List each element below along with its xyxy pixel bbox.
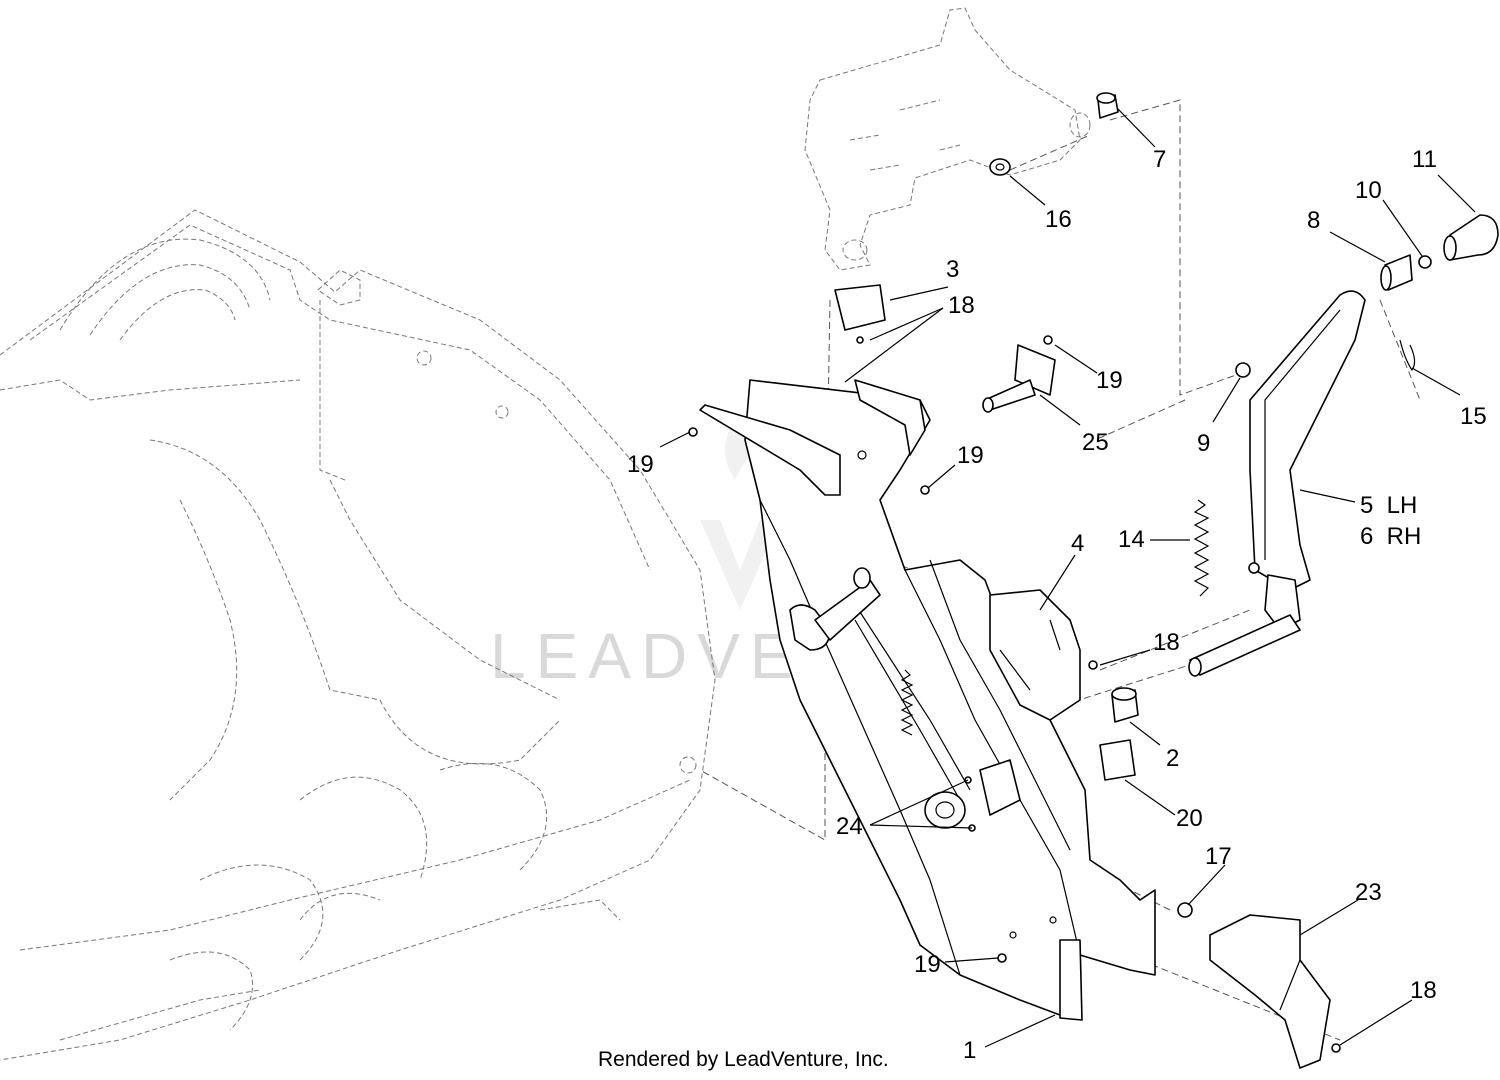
- callout-2: 2: [1166, 745, 1179, 772]
- spring-14: [1193, 499, 1210, 597]
- callout-14: 14: [1118, 526, 1145, 553]
- bracket-23: [1209, 914, 1331, 1069]
- callout-1: 1: [963, 1037, 976, 1064]
- callout-19-d: 19: [914, 951, 941, 978]
- callout-19-b: 19: [627, 451, 654, 478]
- callout-17: 17: [1205, 843, 1232, 870]
- callout-18-top: 18: [948, 292, 975, 319]
- fasteners: [688, 335, 1341, 1053]
- bushing-7: [1096, 92, 1119, 119]
- main-frame: [699, 379, 1156, 1021]
- callout-5-lh: 5 LH: [1360, 492, 1417, 519]
- callout-11: 11: [1412, 146, 1437, 173]
- callout-10: 10: [1355, 177, 1382, 204]
- callout-19-c: 19: [957, 442, 984, 469]
- callout-3: 3: [946, 256, 959, 283]
- credit-text: Rendered by LeadVenture, Inc.: [598, 1048, 889, 1071]
- callout-15: 15: [1460, 403, 1487, 430]
- bracket-3: [834, 284, 886, 331]
- washer-16: [989, 158, 1011, 176]
- bearing-24: [924, 759, 1021, 829]
- callout-23: 23: [1355, 879, 1382, 906]
- watermark-logo: [700, 420, 780, 610]
- callout-20: 20: [1176, 805, 1203, 832]
- callout-9: 9: [1197, 430, 1210, 457]
- callout-18-mid: 18: [1153, 629, 1180, 656]
- callout-6-rh: 6 RH: [1360, 523, 1421, 550]
- console-plate-ghost: [804, 7, 1091, 271]
- brake-lever: [789, 567, 971, 801]
- callout-18-bottom: 18: [1410, 977, 1437, 1004]
- callout-25: 25: [1082, 429, 1109, 456]
- callout-4: 4: [1071, 530, 1084, 557]
- callout-labels: 7 16 11 10 8 3 18 19 25 19 19 9 15 5 LH …: [627, 146, 1487, 1064]
- bracket-4: [989, 589, 1081, 721]
- callout-8: 8: [1307, 207, 1320, 234]
- callout-24: 24: [836, 813, 863, 840]
- callout-19-a: 19: [1096, 367, 1123, 394]
- leader-lines: [659, 107, 1476, 1048]
- decal-20: [1099, 739, 1136, 781]
- callout-7: 7: [1153, 146, 1166, 173]
- knob-parts: [1380, 214, 1499, 372]
- bushing-2: [1111, 687, 1139, 723]
- control-lever-5-6: [1188, 290, 1366, 677]
- pin-25: [982, 344, 1056, 413]
- spring-14-left: [900, 669, 914, 736]
- callout-16: 16: [1045, 206, 1072, 233]
- mower-body-ghost: [0, 209, 716, 1061]
